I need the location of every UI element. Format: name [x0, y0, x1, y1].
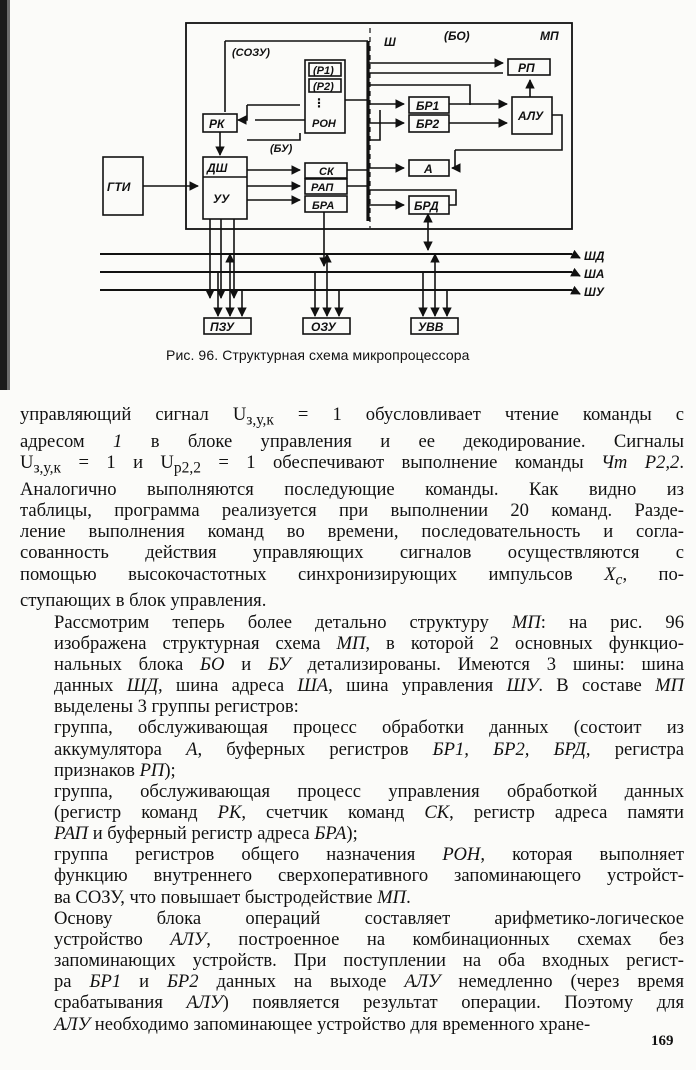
text-line: Рассмотрим теперь более детально структу… [54, 611, 685, 633]
pzu-block [203, 317, 252, 335]
ozu-block [302, 317, 351, 335]
text-line: ва СОЗУ, что повышает быстродействие МП. [54, 886, 411, 908]
sk-label: СК [319, 166, 335, 178]
text-line: управляющий сигнал Uз,у,к = 1 обусловлив… [20, 404, 684, 429]
ozu-label: ОЗУ [311, 320, 337, 334]
text-line: выделены 3 группы регистров: [54, 696, 299, 718]
text-line: сованность действия управляющих сигналов… [20, 542, 684, 564]
paragraph-6: Основу блока операций составляет арифмет… [20, 908, 684, 1035]
mp-boundary [185, 22, 573, 230]
text-line: признаков РП); [54, 759, 176, 781]
text-line: таблицы, программа реализуется при выпол… [20, 500, 684, 522]
uu-label: УУ [213, 192, 230, 206]
text-line: Основу блока операций составляет арифмет… [54, 907, 684, 929]
dsh-label: ДШ [206, 161, 228, 175]
uvv-label: УВВ [418, 320, 444, 334]
ron-label: РОН [312, 118, 337, 130]
text-line: ступающих в блок управления. [20, 590, 267, 612]
rp-block [507, 58, 551, 76]
microprocessor-diagram: ГТИ РК ДШ УУ (Р1) (Р2) ⋮ РОН СК РАП БРА … [100, 22, 605, 335]
sozu-label: (СОЗУ) [232, 47, 270, 59]
rap-label: РАП [311, 182, 334, 194]
sh-label: Ш [384, 35, 396, 49]
text-line: ление выполнения команд во времени, посл… [20, 521, 684, 543]
ron-block [304, 59, 346, 134]
text-line: группа, обслуживающая процесс управления… [54, 780, 684, 802]
figure-caption: Рис. 96. Структурная схема микропроцессо… [166, 347, 470, 363]
gti-label: ГТИ [107, 180, 131, 194]
paragraph-1: управляющий сигнал Uз,у,к = 1 обусловлив… [20, 404, 684, 612]
dots-label: ⋮ [313, 96, 325, 110]
text-line: Uз,у,к = 1 и Uр2,2 = 1 обеспечивают выпо… [20, 452, 684, 477]
text-line: ра БР1 и БР2 данных на выходе АЛУ немедл… [54, 971, 684, 993]
page-number: 169 [651, 1033, 674, 1049]
text-line: АЛУ необходимо запоминающее устройство д… [54, 1013, 591, 1035]
text-line: срабатывания АЛУ) появляется результат о… [54, 992, 684, 1014]
bra-block [304, 195, 348, 213]
br2-label: БР2 [416, 117, 440, 131]
shd-label: ШД [584, 249, 605, 263]
paragraph-4: группа, обслуживающая процесс управления… [20, 781, 684, 844]
text-line: данных ШД, шина адреса ША, шина управлен… [54, 675, 685, 697]
a-block [408, 159, 450, 177]
page-edge-shadow-soft [7, 0, 10, 390]
sha-label: ША [584, 267, 604, 281]
bu-label: (БУ) [270, 143, 293, 155]
rp-label: РП [518, 61, 535, 75]
shu-label: ШУ [584, 285, 605, 299]
bo-label: (БО) [444, 29, 470, 43]
paragraph-5: группа регистров общего назначения РОН, … [20, 844, 684, 907]
paragraph-2: Рассмотрим теперь более детально структу… [20, 612, 684, 718]
br1-label: БР1 [416, 99, 440, 113]
text-line: нальных блока БО и БУ детализированы. Им… [54, 653, 684, 675]
text-line: (регистр команд РК, счетчик команд СК, р… [54, 801, 685, 823]
alu-label: АЛУ [517, 109, 544, 123]
text-line: помощью высокочастотных синхронизирующих… [20, 563, 684, 589]
a-label: А [423, 162, 433, 176]
text-line: запоминающих устройств. При поступлении … [54, 950, 684, 972]
text-line: группа регистров общего назначения РОН, … [54, 844, 684, 866]
br1-block [408, 96, 450, 114]
text-line: РАП и буферный регистр адреса БРА); [54, 823, 358, 845]
text-line: устройство АЛУ, построенное на комбинаци… [54, 928, 684, 950]
r1-label: (Р1) [313, 65, 334, 77]
text-line: аккумулятора А, буферных регистров БР1, … [54, 738, 684, 760]
rk-label: РК [209, 117, 226, 131]
r2-label: (Р2) [313, 81, 334, 93]
bra-label: БРА [312, 200, 334, 212]
uvv-block [410, 317, 459, 335]
text-line: Аналогично выполняются последующие коман… [20, 478, 684, 500]
body-text: управляющий сигнал Uз,у,к = 1 обусловлив… [20, 404, 684, 1035]
dsh-uu-block [202, 156, 248, 220]
text-line: группа, обслуживающая процесс обработки … [54, 717, 684, 739]
text-line: функцию внутреннего сверхоперативного за… [54, 865, 684, 887]
brd-label: БРД [414, 199, 439, 213]
page-edge-shadow [0, 0, 7, 390]
text-line: адресом 1 в блоке управления и ее декоди… [20, 430, 684, 452]
mp-label: МП [540, 29, 559, 43]
text-line: изображена структурная схема МП, в котор… [54, 632, 684, 654]
paragraph-3: группа, обслуживающая процесс обработки … [20, 717, 684, 780]
pzu-label: ПЗУ [210, 320, 235, 334]
